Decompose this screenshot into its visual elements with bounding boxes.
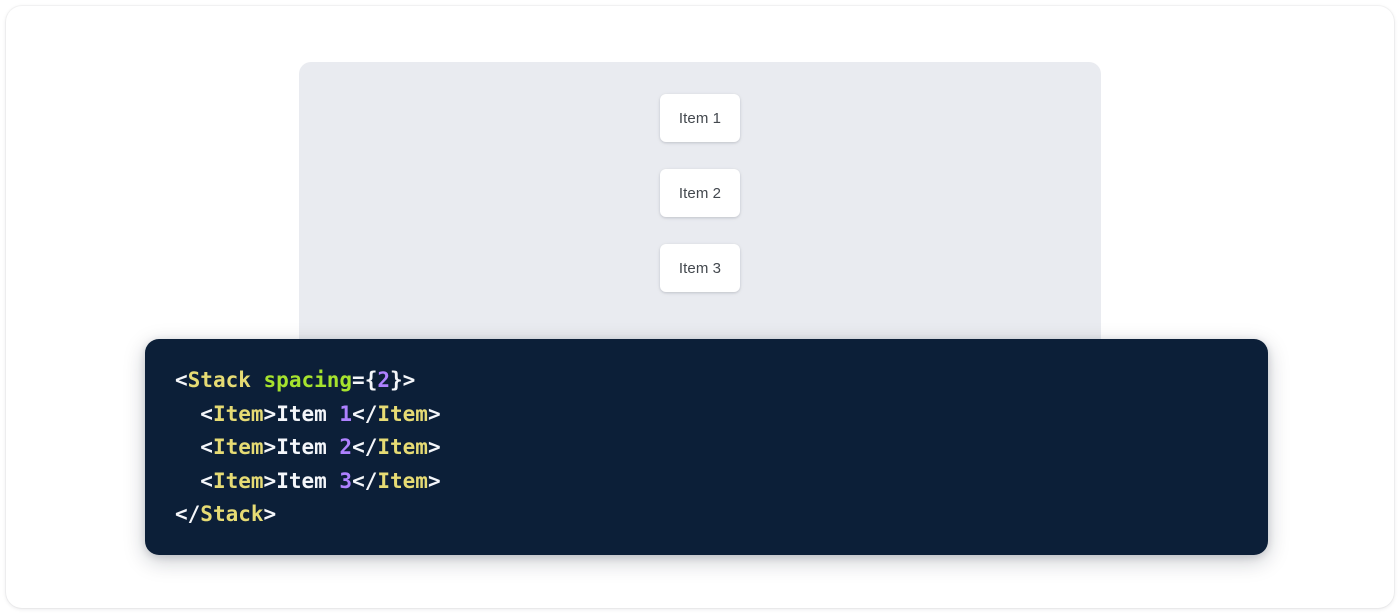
code-token-text: Item	[276, 468, 340, 493]
code-token-tag: Stack	[200, 502, 264, 527]
code-token-attr: spacing	[263, 368, 353, 392]
code-token-punct: ={	[352, 368, 378, 392]
code-token-punct: <	[200, 435, 213, 460]
stack-item-label: Item 1	[678, 109, 722, 127]
code-token-tag: Item	[377, 435, 428, 460]
code-token-num: 2	[377, 368, 390, 392]
stack-item[interactable]: Item 3	[660, 244, 740, 292]
code-token-punct	[251, 368, 264, 392]
code-line: </Stack>	[175, 502, 276, 526]
code-token-punct: >	[427, 468, 441, 493]
code-token-punct: >	[263, 401, 277, 426]
code-token-text: Item	[276, 401, 340, 426]
code-token-punct: >	[263, 435, 277, 460]
code-token-punct: >	[427, 435, 441, 460]
stack-item[interactable]: Item 2	[660, 169, 740, 217]
code-block[interactable]: <Stack spacing={2}> <Item>Item 1</Item> …	[175, 364, 1268, 532]
stack-item-label: Item 3	[678, 259, 722, 277]
code-token-punct: </	[352, 401, 378, 426]
code-token-num: 2	[339, 435, 353, 460]
stack-item-label: Item 2	[678, 184, 722, 202]
stack-component: Item 1 Item 2 Item 3	[660, 94, 740, 292]
code-token-tag: Item	[377, 468, 428, 493]
code-token-num: 3	[339, 468, 353, 493]
code-token-punct: </	[352, 468, 378, 493]
code-token-punct: <	[200, 401, 213, 426]
code-token-punct: >	[263, 468, 277, 493]
code-token-tag: Item	[212, 435, 264, 460]
code-token-tag: Item	[212, 401, 264, 426]
code-token-num: 1	[339, 401, 353, 426]
code-token-punct: </	[352, 435, 378, 460]
code-line: <Item>Item 3</Item>	[175, 468, 441, 493]
code-token-text: Item	[276, 435, 340, 460]
code-token-tag: Stack	[187, 368, 251, 392]
code-token-punct: </	[175, 502, 201, 527]
code-token-punct: >	[263, 502, 277, 527]
stack-demo-container: Item 1 Item 2 Item 3	[299, 62, 1101, 352]
code-token-tag: Item	[377, 401, 428, 426]
code-token-punct: <	[200, 468, 213, 493]
code-token-tag: Item	[212, 468, 264, 493]
code-panel: <Stack spacing={2}> <Item>Item 1</Item> …	[145, 339, 1268, 555]
code-line: <Item>Item 2</Item>	[175, 435, 441, 460]
code-line: <Item>Item 1</Item>	[175, 401, 441, 426]
code-token-punct: }>	[390, 368, 416, 392]
code-token-punct: <	[175, 368, 188, 392]
code-line: <Stack spacing={2}>	[175, 368, 415, 392]
code-token-punct: >	[427, 401, 441, 426]
stack-item[interactable]: Item 1	[660, 94, 740, 142]
